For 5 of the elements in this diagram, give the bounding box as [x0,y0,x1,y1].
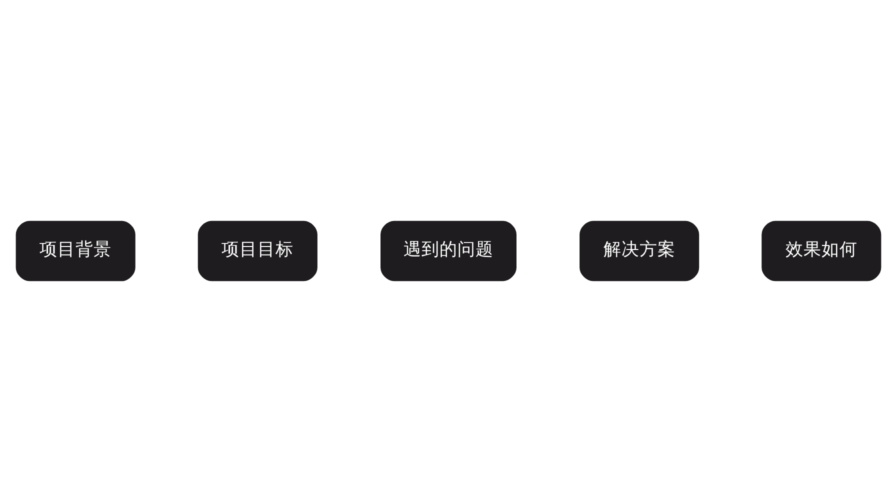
node-box: 项目目标 [197,220,317,282]
node-box: 效果如何 [761,220,881,282]
node-box: 解决方案 [579,220,699,282]
node-box: 项目背景 [15,220,135,282]
node-box: 遇到的问题 [380,220,516,282]
